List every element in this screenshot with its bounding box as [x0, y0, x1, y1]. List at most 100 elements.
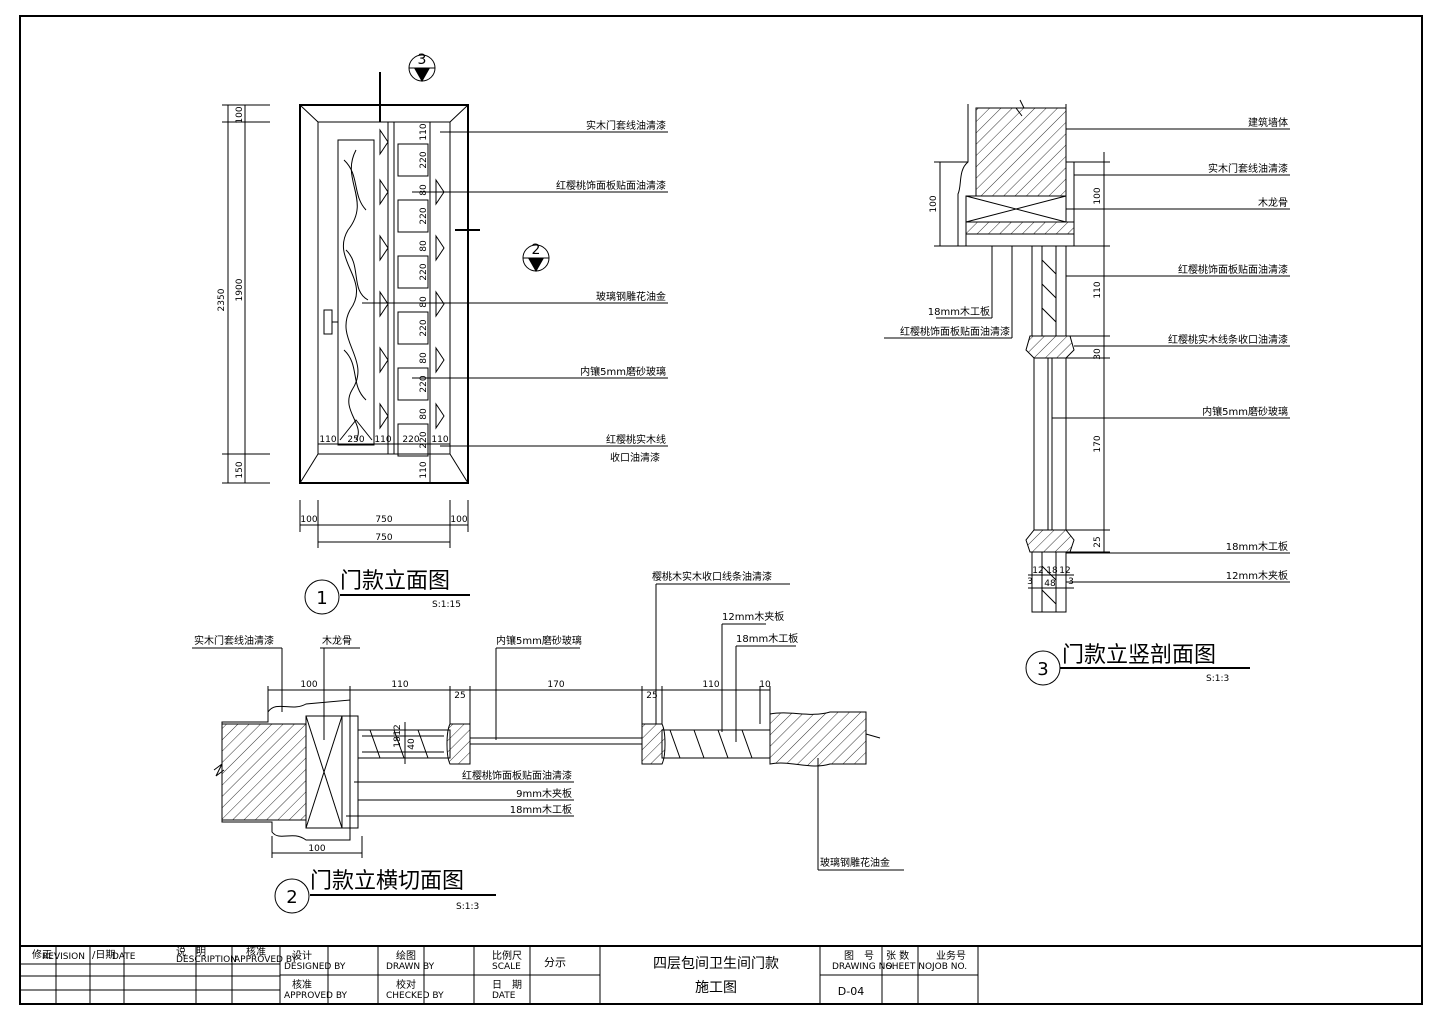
svg-text:樱桃木实木收口线条油清漆: 樱桃木实木收口线条油清漆: [652, 570, 772, 583]
svg-text:DESCRIPTION: DESCRIPTION: [176, 955, 237, 965]
svg-text:18: 18: [393, 736, 403, 748]
svg-text:JOB NO.: JOB NO.: [931, 962, 967, 972]
svg-text:APPROVED BY: APPROVED BY: [284, 991, 348, 1001]
svg-text:业务号: 业务号: [936, 949, 966, 962]
svg-text:220: 220: [419, 375, 429, 392]
svg-text:18mm木工板: 18mm木工板: [1226, 540, 1288, 553]
svg-text:12: 12: [1059, 566, 1070, 576]
svg-text:9mm木夹板: 9mm木夹板: [516, 787, 572, 800]
section-mark-2: 2: [532, 242, 541, 258]
svg-text:红樱桃实木线条收口油清漆: 红樱桃实木线条收口油清漆: [1168, 333, 1288, 346]
svg-text:10: 10: [759, 680, 771, 690]
door-elevation: 3 2 100 2350 1900 150 110 220 80 220 80 …: [217, 52, 668, 615]
plan-top-labels: 实木门套线油清漆 木龙骨 内镶5mm磨砂玻璃 樱桃木实木收口线条油清漆 12mm…: [192, 570, 798, 742]
svg-text:张 数: 张 数: [886, 949, 909, 962]
svg-text:实木门套线油清漆: 实木门套线油清漆: [586, 119, 666, 132]
section-mark-3: 3: [418, 52, 427, 68]
svg-text:实木门套线油清漆: 实木门套线油清漆: [194, 634, 274, 647]
svg-text:玻璃钢雕花油金: 玻璃钢雕花油金: [596, 290, 666, 303]
svg-text:220: 220: [419, 207, 429, 224]
svg-text:红樱桃饰面板贴面油清漆: 红樱桃饰面板贴面油清漆: [900, 325, 1010, 338]
door-handle: [323, 309, 333, 335]
svg-text:25: 25: [646, 691, 657, 701]
svg-text:红樱桃饰面板贴面油清漆: 红樱桃饰面板贴面油清漆: [556, 179, 666, 192]
svg-text:220: 220: [419, 263, 429, 280]
svg-text:750: 750: [375, 533, 392, 543]
svg-text:110: 110: [419, 123, 429, 140]
svg-text:150: 150: [235, 461, 245, 478]
svg-text:比例尺: 比例尺: [492, 949, 522, 962]
svg-text:18mm木工板: 18mm木工板: [928, 305, 990, 318]
svg-text:内镶5mm磨砂玻璃: 内镶5mm磨砂玻璃: [580, 365, 666, 378]
svg-text:25: 25: [454, 691, 465, 701]
elevation-labels: 实木门套线油清漆 红樱桃饰面板贴面油清漆 玻璃钢雕花油金 内镶5mm磨砂玻璃 红…: [362, 119, 668, 464]
svg-text:APPROVED BY: APPROVED BY: [234, 955, 298, 965]
svg-text:170: 170: [547, 680, 564, 690]
svg-text:S:1:3: S:1:3: [1206, 674, 1229, 684]
svg-text:木龙骨: 木龙骨: [322, 634, 352, 647]
drawing-number: D-04: [838, 985, 864, 998]
svg-text:S:1:3: S:1:3: [456, 902, 479, 912]
svg-text:12mm木夹板: 12mm木夹板: [1226, 569, 1288, 582]
glass-panes: [379, 128, 445, 457]
plan-bottom-labels: 红樱桃饰面板贴面油清漆 9mm木夹板 18mm木工板 玻璃钢雕花油金: [346, 758, 904, 871]
svg-text:CHECKED BY: CHECKED BY: [386, 991, 444, 1001]
svg-text:250: 250: [347, 435, 364, 445]
svg-text:红樱桃实木线: 红樱桃实木线: [606, 433, 666, 446]
svg-text:S:1:15: S:1:15: [432, 600, 461, 610]
svg-text:12mm木夹板: 12mm木夹板: [722, 610, 784, 623]
svg-text:绘图: 绘图: [396, 949, 416, 962]
carved-panel: [337, 139, 375, 446]
plan-title: 门款立横切面图: [310, 869, 464, 894]
door-vertical-section: 100 18mm木工板 红樱桃饰面板贴面油清漆 100 110 30 170 2…: [884, 99, 1290, 686]
svg-text:80: 80: [419, 184, 429, 196]
svg-text:12: 12: [1032, 566, 1043, 576]
svg-text:实木门套线油清漆: 实木门套线油清漆: [1208, 162, 1288, 175]
svg-text:核准: 核准: [292, 978, 312, 991]
svg-text:80: 80: [419, 296, 429, 308]
svg-text:100: 100: [1093, 187, 1103, 204]
svg-text:40: 40: [407, 738, 417, 750]
svg-text:/日期: /日期: [92, 949, 115, 961]
svg-text:18mm木工板: 18mm木工板: [510, 803, 572, 816]
svg-text:25: 25: [1093, 536, 1103, 547]
svg-text:SHEET NO.: SHEET NO.: [886, 962, 935, 972]
svg-text:80: 80: [419, 240, 429, 252]
svg-text:18mm木工板: 18mm木工板: [736, 632, 798, 645]
elevation-title: 门款立面图: [340, 569, 450, 594]
svg-text:110: 110: [702, 680, 719, 690]
svg-text:110: 110: [431, 435, 448, 445]
svg-text:1900: 1900: [235, 278, 245, 301]
door-plan-section: 100 110 25 170 25 110 10 12 18 40 100 实木…: [192, 570, 904, 914]
svg-text:设计: 设计: [292, 949, 312, 962]
elevation-number: 1: [316, 588, 327, 609]
svg-text:170: 170: [1093, 435, 1103, 452]
elevation-right-dims: 110 220 80 220 80 220 80 220 80 220 80 2…: [419, 122, 431, 483]
svg-text:100: 100: [929, 195, 939, 212]
svg-text:110: 110: [319, 435, 336, 445]
svg-text:DATE: DATE: [112, 952, 136, 962]
svg-text:内镶5mm磨砂玻璃: 内镶5mm磨砂玻璃: [1202, 405, 1288, 418]
project-title: 四层包间卫生间门款: [653, 956, 779, 972]
svg-text:建筑墙体: 建筑墙体: [1248, 116, 1288, 129]
svg-text:220: 220: [419, 431, 429, 448]
svg-text:DRAWN BY: DRAWN BY: [386, 962, 435, 972]
svg-text:110: 110: [419, 461, 429, 478]
title-block: 修正 REVISION /日期 DATE 说 明 DESCRIPTION 核准 …: [19, 945, 1423, 1005]
vertical-number: 3: [1037, 659, 1048, 680]
svg-text:修正: 修正: [32, 948, 52, 961]
svg-text:110: 110: [391, 680, 408, 690]
svg-text:100: 100: [235, 106, 245, 123]
svg-text:DRAWING NO.: DRAWING NO.: [832, 962, 895, 972]
svg-text:220: 220: [419, 319, 429, 336]
svg-text:DATE: DATE: [492, 991, 516, 1001]
svg-text:REVISION: REVISION: [42, 952, 85, 962]
vertical-title: 门款立竖剖面图: [1062, 643, 1216, 668]
svg-text:日 期: 日 期: [492, 979, 522, 991]
svg-text:220: 220: [402, 435, 419, 445]
svg-text:分示: 分示: [544, 956, 566, 969]
svg-text:48: 48: [1044, 579, 1056, 589]
svg-text:玻璃钢雕花油金: 玻璃钢雕花油金: [820, 856, 890, 869]
svg-text:图 号: 图 号: [844, 950, 874, 962]
